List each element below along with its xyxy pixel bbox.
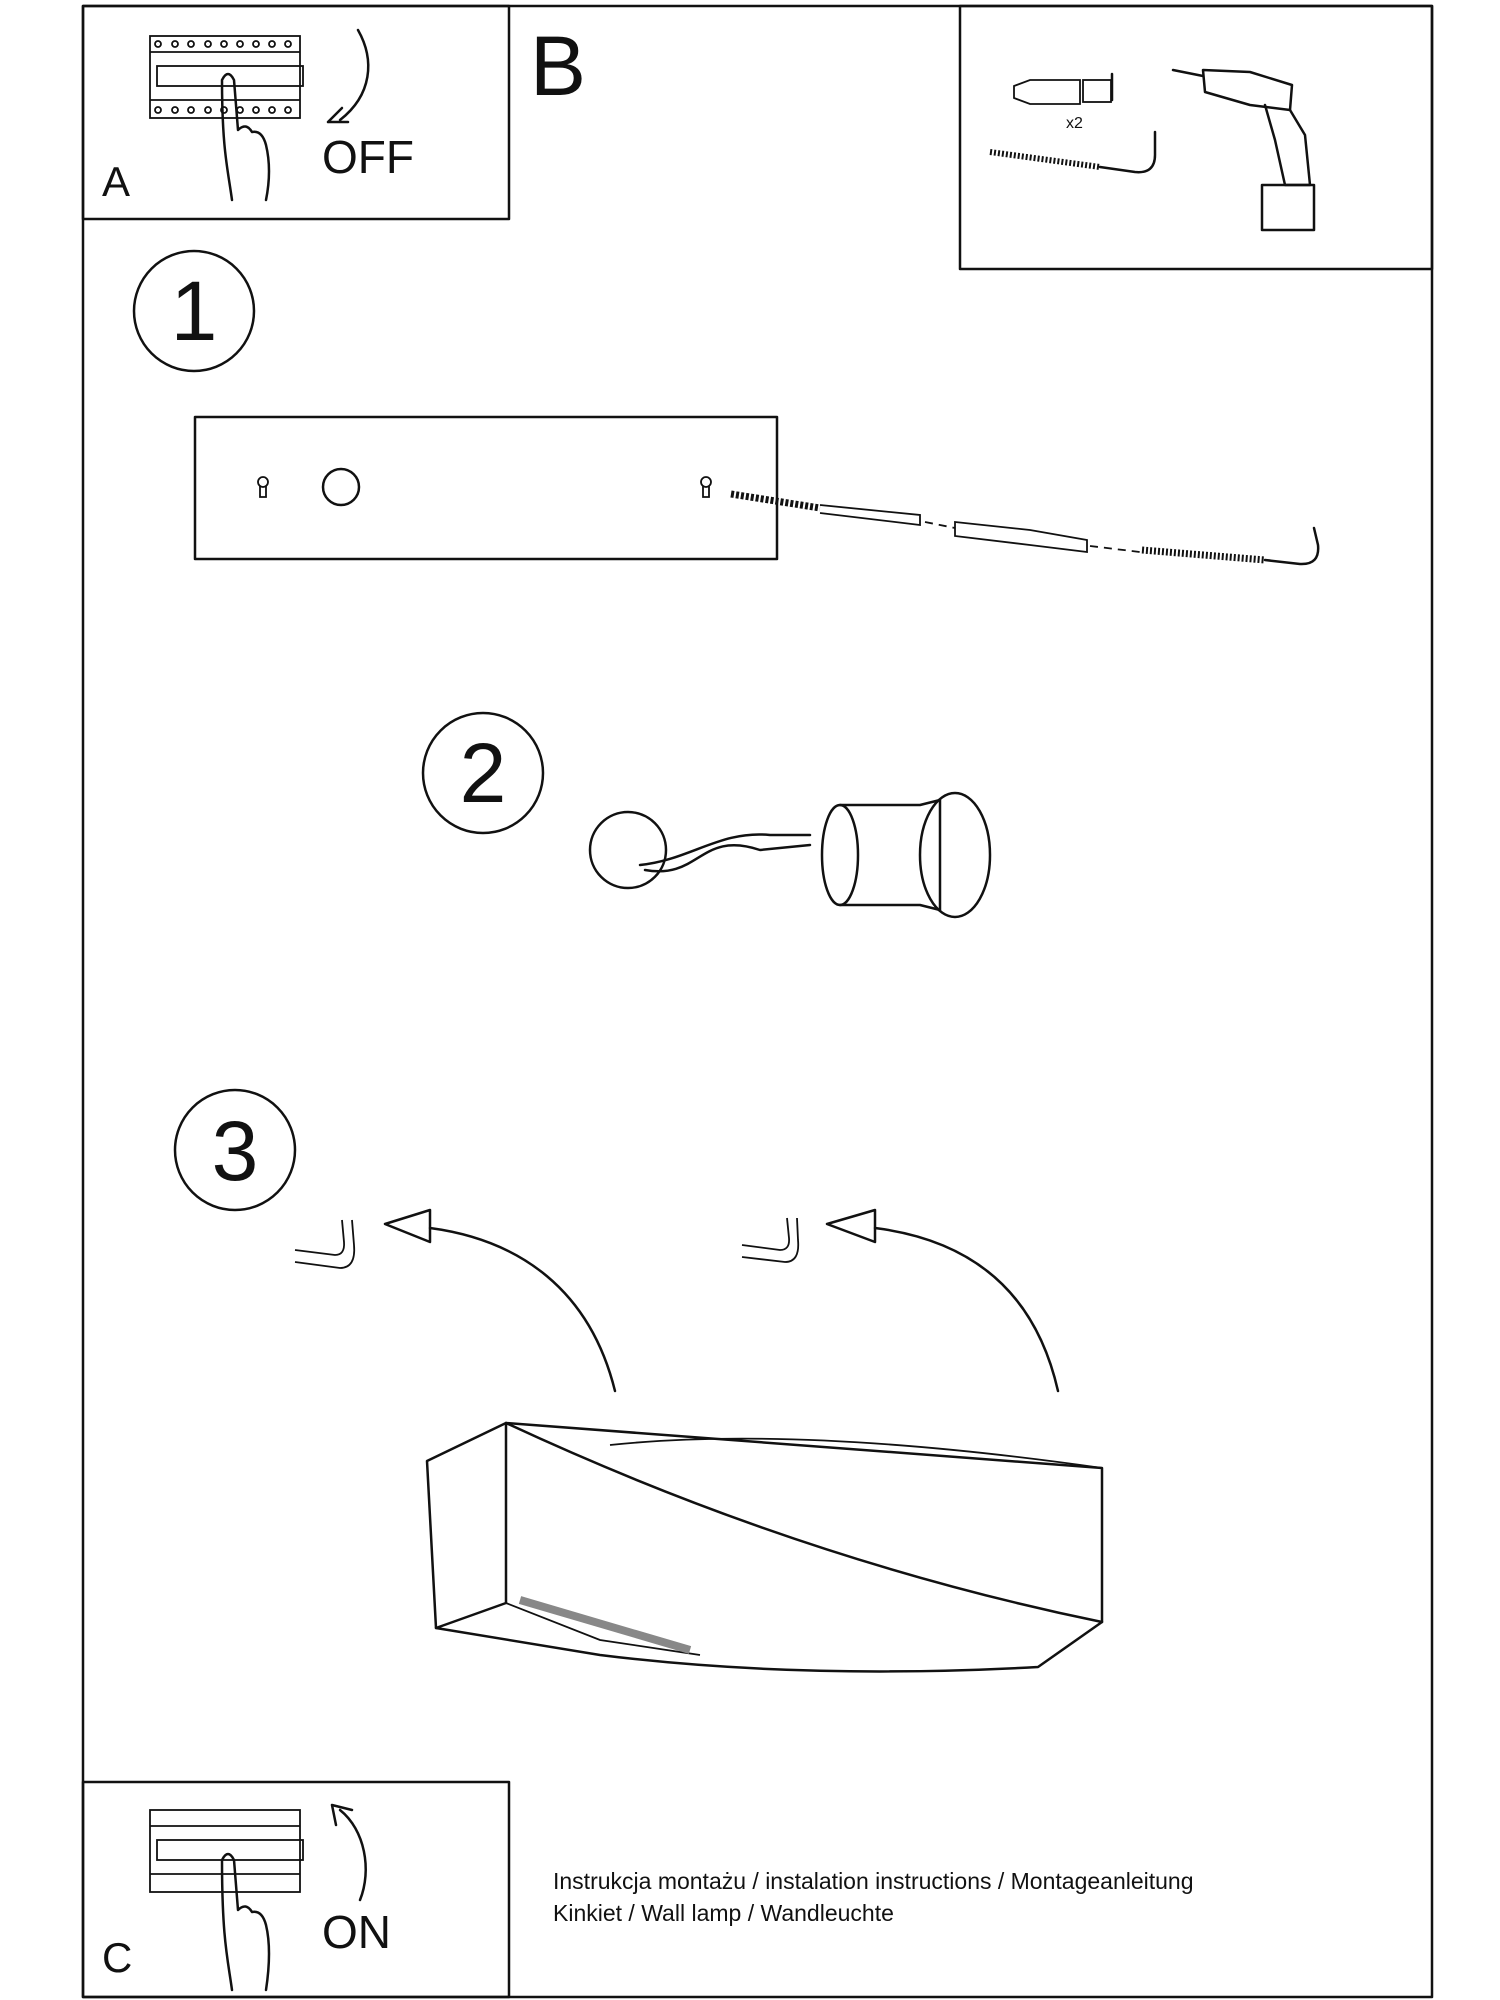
wall-plug-icon [954,520,1088,554]
step-3: 3 [173,1088,1104,1673]
circuit-breaker-icon [149,1809,304,1893]
footer-subtitle: Kinkiet / Wall lamp / Wandleuchte [553,1900,894,1926]
panel-a: A OFF [81,4,511,221]
panel-c-label: C [102,1934,132,1981]
footer-title: Instrukcja montażu / instalation instruc… [553,1868,1194,1894]
arrow-down-icon [326,28,370,124]
outer-frame [81,4,1434,1999]
keyhole-icon [257,476,712,498]
step-2: 2 [421,711,992,919]
drill-bit-icon [730,490,921,527]
hand-icon [220,72,271,202]
circuit-breaker-icon [149,35,304,119]
hook-screw-icon [1141,526,1320,566]
on-label: ON [322,1906,391,1958]
hook-icon [741,1217,800,1263]
wall-plug-icon [1013,72,1114,105]
hand-icon [220,1852,271,1992]
mounting-plate [193,415,779,561]
step-1-number: 1 [171,264,218,358]
wires [638,833,812,873]
quantity-label: x2 [1066,115,1083,132]
step-3-number: 3 [212,1104,259,1198]
step-1: 1 [132,249,1320,566]
panel-b-label: B [530,19,586,113]
arrow-up-icon [873,1226,1060,1393]
step-3-badge [173,1088,297,1212]
arrow-up-icon [428,1226,617,1393]
hook-icon [294,1219,356,1269]
panel-c: C ON [81,1780,511,1999]
panel-b: B x2 [530,4,1434,271]
step-1-badge [132,249,256,373]
drill-icon [1171,68,1316,232]
lamp-socket-icon [820,791,992,919]
off-label: OFF [322,131,414,183]
hook-screw-icon [989,130,1157,174]
wall-lamp-body [425,1421,1104,1673]
panel-a-label: A [102,158,130,205]
arrow-up-icon [330,1803,367,1902]
step-2-badge [421,711,545,835]
step-2-number: 2 [460,726,507,820]
cable-hole [321,467,361,507]
wall-outlet [588,810,668,890]
